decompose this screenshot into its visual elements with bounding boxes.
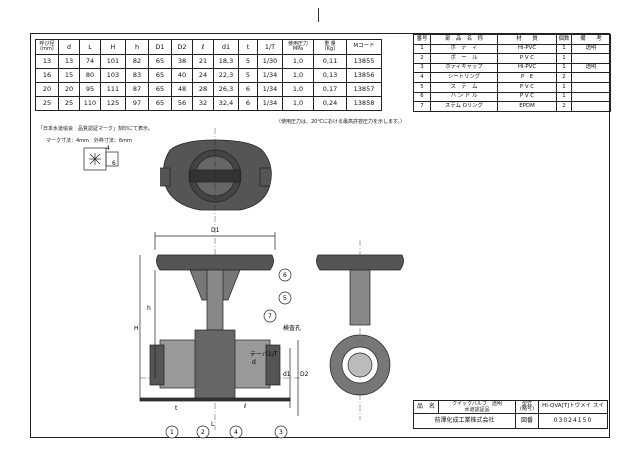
- pressure-note: （使用圧力は、20℃における最高許容圧力を示します。）: [276, 119, 405, 125]
- cell: 13857: [346, 82, 382, 97]
- handle-front-view: [156, 254, 274, 331]
- label-H: H: [134, 325, 139, 332]
- callout-6: 6: [283, 272, 287, 279]
- dimension-table: 呼び径 (mm) d L H h D1 D2 ℓ d1 t 1/T 使用圧力 M…: [35, 39, 382, 111]
- sheet-center-mark: [318, 8, 319, 22]
- label-L: L: [211, 421, 215, 428]
- handle-top-view: [160, 139, 272, 211]
- name-value: クイックバルブ 透明 水道認証品: [438, 400, 516, 414]
- mark-dim-b: 6: [112, 160, 116, 167]
- label-l: ℓ: [243, 403, 246, 410]
- label-t: t: [175, 405, 178, 412]
- cell: 1,0: [282, 96, 314, 111]
- model-label: 型式 (略号): [515, 400, 539, 414]
- mark-note-line2: マーク寸法：4mm 外枠寸法：6mm: [46, 138, 132, 144]
- quality-mark-symbol: [89, 153, 101, 165]
- callout-4: 4: [234, 429, 238, 436]
- label-h: h: [147, 305, 151, 312]
- callout-7: 7: [268, 313, 272, 320]
- title-block: 品 名 クイックバルブ 透明 水道認証品 型式 (略号) HI-QVA[T]トウ…: [413, 400, 608, 429]
- label-D1: D1: [211, 227, 220, 234]
- cell: [571, 101, 611, 112]
- drawing-frame: [30, 33, 610, 438]
- callout-1: 1: [170, 429, 174, 436]
- parts-table-header: 番号 部 品 名 称 材 質 個数 備 考: [413, 34, 611, 45]
- callout-3: 3: [279, 429, 283, 436]
- mark-dim-a: 4: [106, 145, 110, 152]
- cell: 125: [100, 96, 126, 111]
- label-d: d: [252, 359, 256, 366]
- name-value-line1: クイックバルブ 透明: [452, 401, 502, 407]
- valve-body-front: [139, 329, 291, 402]
- callout-2: 2: [201, 429, 205, 436]
- callout-5: 5: [283, 295, 287, 302]
- header-cell: Mコード: [346, 39, 382, 55]
- mark-note-line1: 「日本水道協会 品質認証マーク」刻印にて表示。: [38, 126, 154, 132]
- cell: 13858: [346, 96, 382, 111]
- label-d1: d1: [283, 371, 291, 378]
- valve-side-view: [316, 254, 404, 396]
- callout-markers: [165, 268, 292, 439]
- number-label: 図番: [515, 413, 539, 429]
- model-value: HI-QVA[T]トウメイ スイ: [538, 400, 608, 414]
- title-row-name: 品 名 クイックバルブ 透明 水道認証品 型式 (略号) HI-QVA[T]トウ…: [413, 400, 608, 414]
- label-inspection-hole: 検査孔: [283, 324, 301, 332]
- title-row-company: 前澤化成工業株式会社 図番 03024150: [413, 413, 608, 429]
- drawing-number: 03024150: [538, 413, 608, 429]
- name-value-line2: 水道認証品: [464, 407, 490, 413]
- company-name: 前澤化成工業株式会社: [413, 413, 516, 429]
- label-D2: D2: [300, 371, 309, 378]
- label-taper: テーパ1/T: [250, 351, 278, 358]
- name-label: 品 名: [413, 400, 439, 414]
